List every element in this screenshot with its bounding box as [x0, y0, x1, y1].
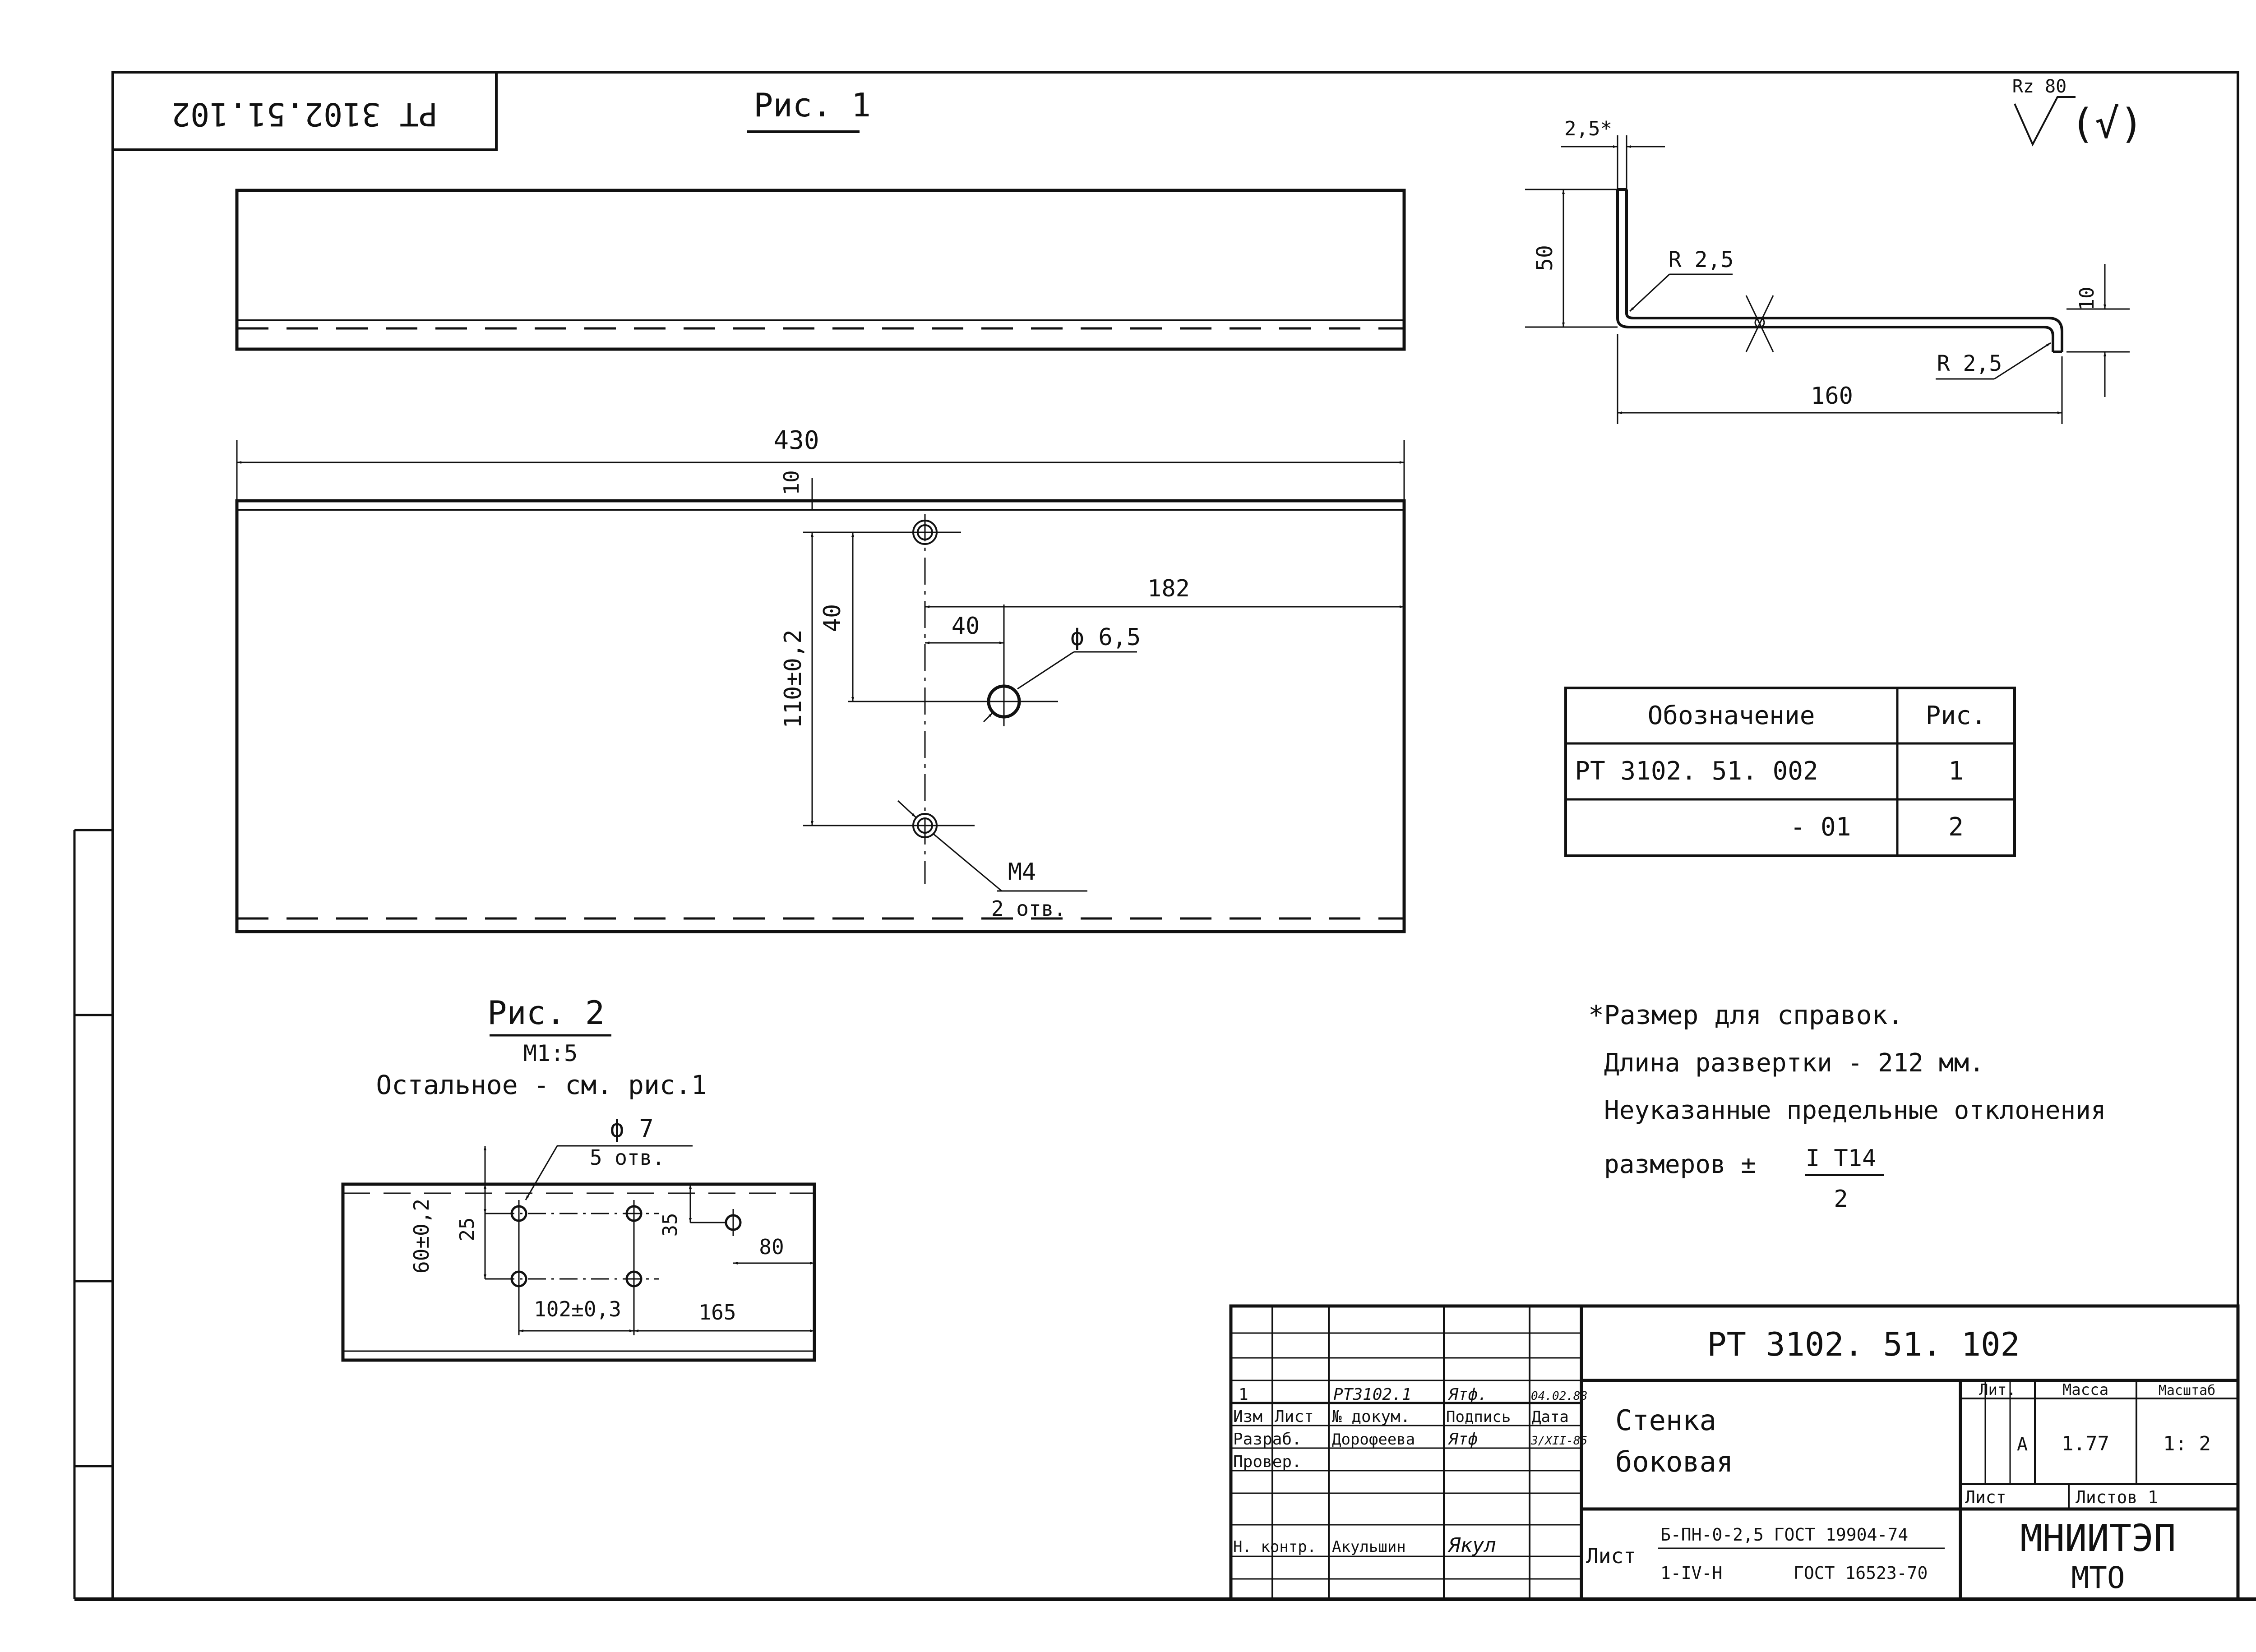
note-line-3: Неуказанные предельные отклонения — [1604, 1096, 2106, 1125]
fig1: Рис. 1 430 10 110±0, — [235, 86, 1406, 933]
fig2-dim-102: 102±0,3 — [534, 1297, 621, 1321]
fig2-caption: Рис. 2 — [487, 994, 605, 1032]
stamp-rotated: РТ 3102.51.102 — [171, 96, 438, 133]
tb-material-prefix: Лист — [1586, 1544, 1636, 1568]
tb-name-line1: Стенка — [1615, 1404, 1716, 1437]
table-row-2-designation: - 01 — [1790, 812, 1851, 842]
fig2-scale: М1:5 — [523, 1040, 578, 1066]
tb-org-line1: МНИИТЭП — [2020, 1517, 2176, 1560]
tb-list-label: Лист — [1965, 1487, 2006, 1507]
tb-nkontr-name: Акульшин — [1332, 1538, 1406, 1556]
tb-massa-value: 1.77 — [2062, 1432, 2109, 1455]
notes: *Размер для справок. Длина развертки - 2… — [1588, 1000, 2106, 1213]
profile-radius-2: R 2,5 — [1937, 351, 2002, 376]
tb-col-data: Дата — [1532, 1408, 1569, 1426]
table-row-2-fig: 2 — [1948, 812, 1964, 842]
sheet-frame — [73, 71, 2256, 1601]
profile-dim-160: 160 — [1811, 383, 1853, 410]
tb-rev-sign: Ятф. — [1447, 1385, 1488, 1404]
fig2-dim-25: 25 — [456, 1218, 479, 1241]
fig2-note: Остальное - см. рис.1 — [376, 1070, 707, 1100]
tb-lit-label: Лит. — [1979, 1381, 2016, 1399]
roughness-paren: (√) — [2071, 100, 2144, 148]
note-frac-num: I T14 — [1806, 1145, 1877, 1172]
fig1-hole-dia: ϕ 6,5 — [1070, 624, 1141, 651]
tb-rev-doc: РТ3102.1 — [1333, 1385, 1411, 1404]
tb-rev-num: 1 — [1239, 1385, 1248, 1404]
tb-razrab-sign: Ятф — [1447, 1430, 1478, 1449]
tb-name-line2: боковая — [1615, 1445, 1733, 1478]
profile-radius-1: R 2,5 — [1669, 247, 1734, 272]
fig1-dim-10: 10 — [779, 470, 804, 495]
tb-razrab-date: 3/XII-85 — [1530, 1434, 1587, 1448]
tb-massa-label: Масса — [2062, 1381, 2108, 1399]
tb-prover-label: Провер. — [1233, 1453, 1302, 1471]
fig1-dim-40-vert: 40 — [819, 604, 846, 632]
table-header-designation: Обозначение — [1648, 701, 1815, 730]
tb-nkontr-sign: Якул — [1447, 1534, 1496, 1557]
variant-table: Обозначение Рис. РТ 3102. 51. 002 1 - 01… — [1564, 687, 2016, 857]
fig2-dim-60: 60±0,2 — [409, 1199, 434, 1274]
roughness-value: Rz 80 — [2012, 76, 2066, 97]
fig1-top-strip — [235, 189, 1406, 351]
table-header-fig: Рис. — [1926, 701, 1987, 730]
title-block-text: РТ 3102. 51. 102 Стенка боковая 1 РТ3102… — [1233, 1325, 2215, 1595]
tb-masshtab-label: Масштаб — [2159, 1383, 2215, 1398]
note-line-1: *Размер для справок. — [1588, 1000, 1903, 1030]
fig1-dim-182: 182 — [1147, 575, 1190, 602]
fig1-plate — [235, 499, 1406, 933]
fig1-caption: Рис. 1 — [754, 86, 871, 124]
fig2-dim-35: 35 — [659, 1213, 682, 1237]
fig1-dim-110: 110±0,2 — [780, 629, 807, 728]
fig2-dim-80: 80 — [759, 1235, 784, 1259]
tb-material-bottom-right: ГОСТ 16523-70 — [1794, 1563, 1928, 1583]
note-frac-den: 2 — [1834, 1186, 1848, 1213]
tb-org-line2: МТО — [2071, 1560, 2125, 1595]
tb-col-list: Лист — [1275, 1407, 1314, 1426]
profile-section: Rz 80 (√) 2,5* 50 R 2,5 R 2,5 — [1525, 76, 2144, 424]
fig2-hole-count: 5 отв. — [590, 1145, 665, 1170]
fig1-thread: М4 — [1008, 858, 1036, 886]
tb-col-dokum: № докум. — [1331, 1407, 1410, 1426]
fig2: Рис. 2 М1:5 Остальное - см. рис.1 ϕ 7 5 … — [341, 994, 816, 1362]
fig1-thread-count: 2 отв. — [991, 896, 1066, 921]
tb-razrab-label: Разраб. — [1233, 1430, 1302, 1449]
tb-col-izm: Изм — [1233, 1407, 1262, 1426]
profile-dim-10: 10 — [2076, 287, 2099, 311]
fig2-plate — [341, 1182, 816, 1362]
title-block — [1229, 1304, 2240, 1601]
note-line-4: размеров ± — [1604, 1150, 1756, 1179]
fig2-dim-165: 165 — [698, 1300, 736, 1324]
tb-razrab-name: Дороφеева — [1332, 1431, 1415, 1449]
tb-masshtab-value: 1: 2 — [2163, 1432, 2211, 1455]
tb-lit-value: А — [2017, 1434, 2028, 1455]
table-row-1-designation: РТ 3102. 51. 002 — [1575, 757, 1818, 786]
tb-col-podpis: Подпись — [1446, 1408, 1511, 1426]
note-line-2: Длина развертки - 212 мм. — [1604, 1048, 1984, 1078]
tb-listov-label: Листов 1 — [2076, 1487, 2158, 1507]
profile-dim-50: 50 — [1532, 245, 1558, 271]
tb-rev-date: 04.02.88 — [1531, 1389, 1587, 1403]
table-row-1-fig: 1 — [1948, 757, 1964, 786]
tb-doc-code: РТ 3102. 51. 102 — [1707, 1325, 2020, 1363]
fig1-dim-40-horiz: 40 — [952, 613, 980, 640]
tb-nkontr-label: Н. контр. — [1233, 1538, 1316, 1556]
tb-material-top: Б-ПН-0-2,5 ГОСТ 19904-74 — [1660, 1525, 1908, 1545]
tb-material-bottom-left: 1-IV-Н — [1660, 1563, 1722, 1583]
profile-dim-thickness: 2,5* — [1564, 117, 1612, 140]
fig2-hole-dia: ϕ 7 — [610, 1114, 654, 1143]
fig1-dim-430: 430 — [773, 426, 819, 455]
